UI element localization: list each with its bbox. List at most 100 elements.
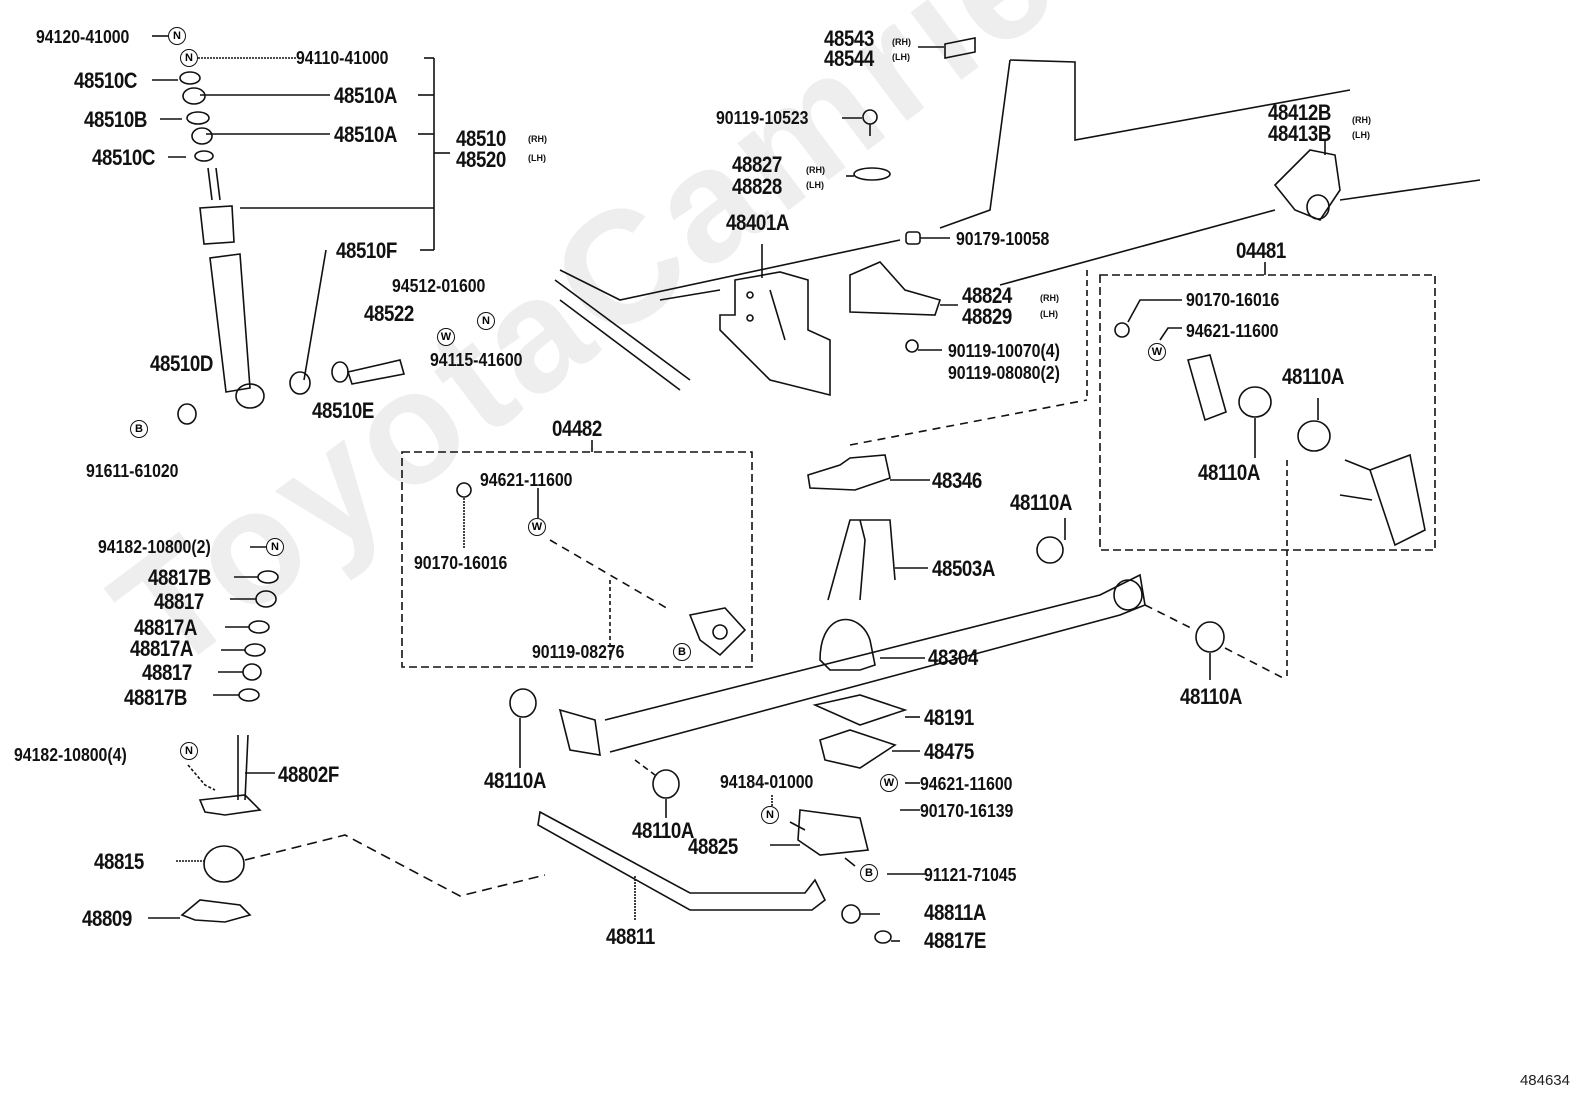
label-48304[interactable]: 48304 — [928, 645, 978, 670]
label-48510D[interactable]: 48510D — [150, 351, 213, 376]
nut-symbol-icon: N — [180, 49, 198, 67]
label-48510A-2[interactable]: 48510A — [334, 122, 397, 147]
label-90170-16016-kit2[interactable]: 90170-16016 — [414, 553, 508, 573]
label-48110A-bottom[interactable]: 48110A — [632, 818, 694, 843]
leaf-spring — [509, 454, 1288, 818]
label-94621-11600-kit1[interactable]: 94621-11600 — [1186, 321, 1279, 341]
label-48110A-kit1-a[interactable]: 48110A — [1282, 364, 1344, 389]
label-48191[interactable]: 48191 — [924, 705, 974, 730]
label-90170-16139[interactable]: 90170-16139 — [920, 801, 1014, 821]
label-48110A-kit1-b[interactable]: 48110A — [1198, 460, 1260, 485]
label-94621-11600-stab[interactable]: 94621-11600 — [920, 774, 1013, 794]
rh-marker: (RH) — [892, 37, 911, 47]
shock-leader-lines — [152, 35, 450, 381]
lh-marker: (LH) — [1352, 130, 1370, 140]
label-94115-41600[interactable]: 94115-41600 — [430, 350, 523, 370]
lh-marker: (LH) — [806, 180, 824, 190]
label-48110A-left[interactable]: 48110A — [484, 768, 546, 793]
label-94110-41000[interactable]: 94110-41000 — [296, 48, 389, 68]
rh-marker: (RH) — [1352, 115, 1371, 125]
label-48817B-1[interactable]: 48817B — [148, 565, 211, 590]
label-48828[interactable]: 48828 — [732, 174, 782, 199]
label-48346[interactable]: 48346 — [932, 468, 982, 493]
lh-marker: (LH) — [892, 52, 910, 62]
shock-absorber — [177, 71, 406, 425]
label-48110A-upper[interactable]: 48110A — [1010, 490, 1072, 515]
rh-marker: (RH) — [806, 165, 825, 175]
label-90179-10058[interactable]: 90179-10058 — [956, 229, 1050, 249]
upper-middle-parts — [842, 37, 1341, 353]
label-48824[interactable]: 48824 — [962, 283, 1012, 308]
rh-marker: (RH) — [1040, 293, 1059, 303]
label-48817E[interactable]: 48817E — [924, 928, 986, 953]
label-48510B[interactable]: 48510B — [84, 107, 147, 132]
label-48802F[interactable]: 48802F — [278, 762, 339, 787]
label-90119-10070[interactable]: 90119-10070(4) — [948, 341, 1060, 361]
label-48510C-bottom[interactable]: 48510C — [92, 145, 155, 170]
nut-symbol-icon: N — [168, 27, 186, 45]
label-48412B[interactable]: 48412B — [1268, 100, 1331, 125]
nut-symbol-icon: N — [266, 538, 284, 556]
label-48827[interactable]: 48827 — [732, 152, 782, 177]
label-48811[interactable]: 48811 — [606, 924, 655, 949]
label-91121-71045[interactable]: 91121-71045 — [924, 865, 1017, 885]
washer-symbol-icon: W — [1148, 343, 1166, 361]
label-94182-10800-4[interactable]: 94182-10800(4) — [14, 745, 127, 765]
label-48544[interactable]: 48544 — [824, 46, 874, 71]
label-48809[interactable]: 48809 — [82, 906, 132, 931]
bolt-symbol-icon: B — [130, 420, 148, 438]
label-48543[interactable]: 48543 — [824, 26, 874, 51]
label-90119-08276[interactable]: 90119-08276 — [532, 642, 625, 662]
rh-marker: (RH) — [528, 134, 547, 144]
label-90119-10523[interactable]: 90119-10523 — [716, 108, 809, 128]
label-48817-2[interactable]: 48817 — [142, 660, 192, 685]
label-48401A[interactable]: 48401A — [726, 210, 789, 235]
label-48110A-right[interactable]: 48110A — [1180, 684, 1242, 709]
label-91611-61020[interactable]: 91611-61020 — [86, 461, 179, 481]
lh-marker: (LH) — [1040, 309, 1058, 319]
label-48817-1[interactable]: 48817 — [154, 589, 204, 614]
label-48510[interactable]: 48510 — [456, 126, 506, 151]
label-48510C-top[interactable]: 48510C — [74, 68, 137, 93]
label-48503A[interactable]: 48503A — [932, 556, 995, 581]
label-48522[interactable]: 48522 — [364, 301, 414, 326]
label-48817A-2[interactable]: 48817A — [130, 636, 193, 661]
bolt-symbol-icon: B — [673, 643, 691, 661]
label-90170-16016-kit1[interactable]: 90170-16016 — [1186, 290, 1280, 310]
washer-symbol-icon: W — [880, 774, 898, 792]
label-48510F[interactable]: 48510F — [336, 238, 397, 263]
label-kit-04481[interactable]: 04481 — [1236, 238, 1286, 263]
kit-04481-box — [849, 262, 1436, 680]
label-48510A-1[interactable]: 48510A — [334, 83, 397, 108]
label-48815[interactable]: 48815 — [94, 849, 144, 874]
label-90119-08080[interactable]: 90119-08080(2) — [948, 363, 1060, 383]
label-94621-11600-kit2[interactable]: 94621-11600 — [480, 470, 573, 490]
label-48829[interactable]: 48829 — [962, 304, 1012, 329]
label-48510E[interactable]: 48510E — [312, 398, 374, 423]
diagram-id: 484634 — [1519, 1072, 1570, 1089]
label-48811A[interactable]: 48811A — [924, 900, 986, 925]
label-48413B[interactable]: 48413B — [1268, 121, 1331, 146]
nut-symbol-icon: N — [761, 806, 779, 824]
bolt-symbol-icon: B — [860, 864, 878, 882]
nut-symbol-icon: N — [477, 312, 495, 330]
label-94184-01000[interactable]: 94184-01000 — [720, 772, 814, 792]
washer-symbol-icon: W — [528, 518, 546, 536]
label-94512-01600[interactable]: 94512-01600 — [392, 276, 486, 296]
label-48817A-1[interactable]: 48817A — [134, 615, 197, 640]
label-48825[interactable]: 48825 — [688, 834, 738, 859]
label-kit-04482[interactable]: 04482 — [552, 416, 602, 441]
stabilizer-bar — [148, 546, 925, 944]
label-48520[interactable]: 48520 — [456, 147, 506, 172]
nut-symbol-icon: N — [180, 742, 198, 760]
washer-symbol-icon: W — [437, 328, 455, 346]
label-48475[interactable]: 48475 — [924, 739, 974, 764]
lh-marker: (LH) — [528, 153, 546, 163]
label-94120-41000[interactable]: 94120-41000 — [36, 27, 130, 47]
frame-rail — [554, 59, 1481, 391]
label-48817B-2[interactable]: 48817B — [124, 685, 187, 710]
hanger-bracket — [719, 244, 831, 397]
label-94182-10800-2[interactable]: 94182-10800(2) — [98, 537, 211, 557]
